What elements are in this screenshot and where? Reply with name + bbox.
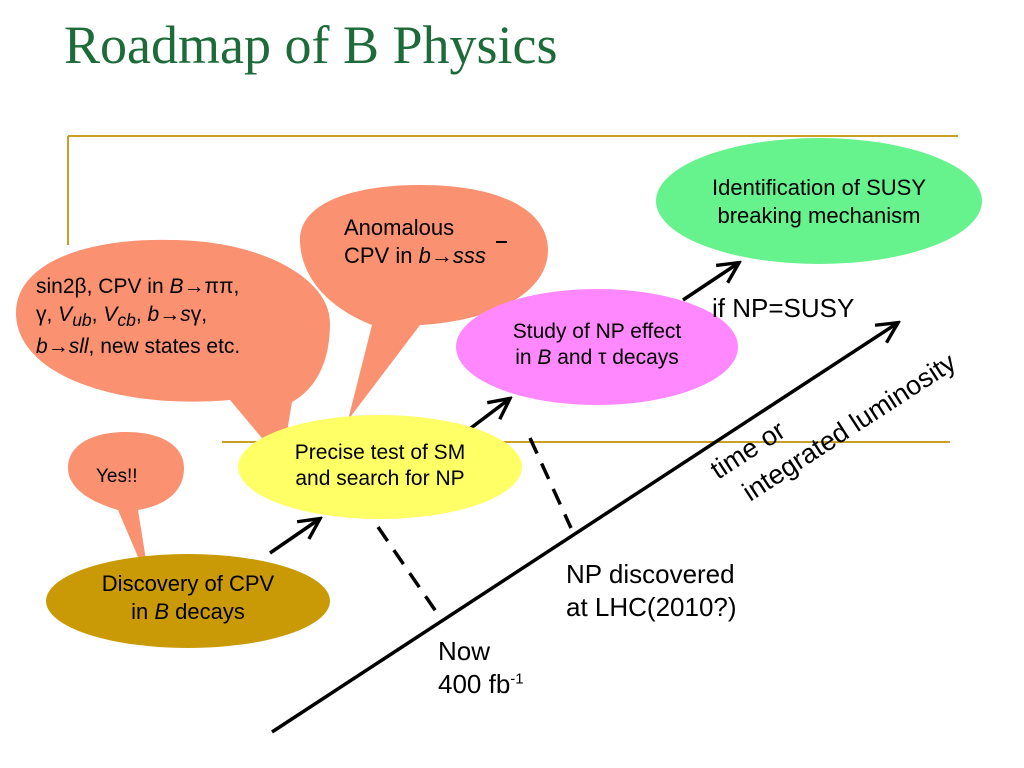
now-dashed-line <box>376 526 439 614</box>
precise-test-node <box>238 415 522 519</box>
np-discovered-dashed-line <box>528 437 573 529</box>
discovery-node <box>46 554 330 648</box>
anomalous-text: Anomalous CPV in b→sss <box>344 215 486 268</box>
yes-bubble <box>68 432 184 585</box>
susy-label: Identification of SUSY breaking mechanis… <box>711 175 926 228</box>
slide-title: Roadmap of B Physics <box>64 15 558 75</box>
arrow-study-to-susy <box>682 264 737 302</box>
study-np-label: Study of NP effect in B and τ decays <box>512 320 682 370</box>
now-label: Now 400 fb-1 <box>438 636 524 699</box>
precise-test-label: Precise test of SM and search for NP <box>294 441 466 491</box>
time-axis-arrow <box>271 324 896 734</box>
if-np-susy-label: if NP=SUSY <box>712 293 855 323</box>
susy-node <box>656 138 982 264</box>
measurements-text: sin2β, CPV in B→ππ, γ, Vub, Vcb, b→sγ, b… <box>36 275 241 359</box>
yes-text: Yes!! <box>96 466 138 487</box>
axis-label: time or integrated luminosity <box>705 347 962 507</box>
sss-overline: sss <box>452 242 486 268</box>
discovery-label: Discovery of CPV in B decays <box>101 571 275 624</box>
anomalous-bubble <box>300 185 548 420</box>
measurements-bubble <box>16 239 330 462</box>
sss-bar <box>496 241 507 243</box>
np-discovered-label: NP discovered at LHC(2010?) <box>566 559 737 622</box>
arrow-discovery-to-test <box>269 520 318 555</box>
study-np-node <box>456 289 738 405</box>
